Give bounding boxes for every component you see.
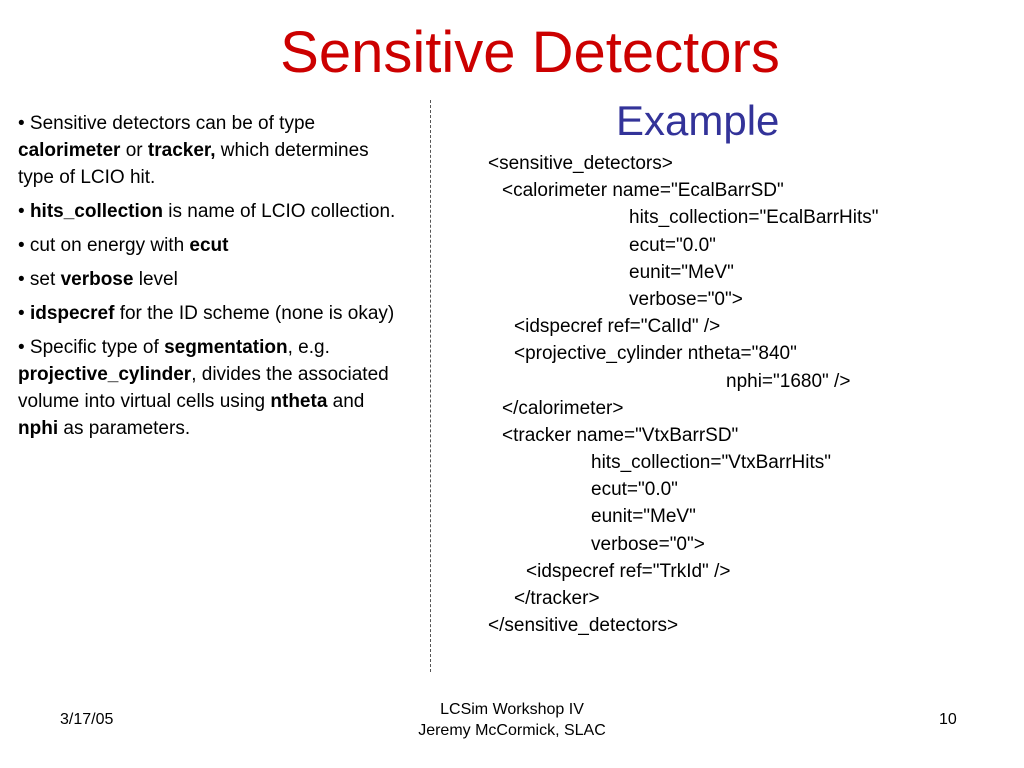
footer-credits: LCSim Workshop IV Jeremy McCormick, SLAC	[312, 699, 712, 741]
footer-author: Jeremy McCormick, SLAC	[418, 722, 606, 739]
code-line: <idspecref ref="CalId" />	[514, 316, 721, 338]
code-line: </tracker>	[514, 588, 600, 609]
bullet-text: which determines type of LCIO hit.	[18, 140, 369, 188]
footer-date: 3/17/05	[60, 711, 114, 728]
bullet-list: • Sensitive detectors can be of type cal…	[18, 110, 398, 449]
bullet-text: for the ID scheme (none is okay)	[114, 303, 395, 324]
code-line: hits_collection="VtxBarrHits"	[591, 452, 831, 474]
bullet-keyword: verbose	[60, 269, 134, 290]
bullet-text: • Sensitive detectors can be of type	[18, 113, 316, 134]
code-line: ecut="0.0"	[591, 479, 678, 501]
bullet-text: , e.g.	[287, 337, 330, 358]
code-line: <tracker name="VtxBarrSD"	[502, 424, 739, 446]
slide-title: Sensitive Detectors	[280, 20, 780, 85]
bullet-keyword: ntheta	[270, 391, 328, 412]
bullet-text: or	[120, 140, 148, 161]
bullet-keyword: ecut	[189, 235, 229, 256]
xml-example: <sensitive_detectors> <calorimeter name="…	[488, 150, 879, 639]
bullet-item: • set verbose level	[18, 266, 398, 293]
code-line: hits_collection="EcalBarrHits"	[629, 207, 879, 229]
code-line: </calorimeter>	[502, 397, 624, 419]
bullet-text: is name of LCIO collection.	[162, 201, 396, 222]
bullet-keyword: nphi	[18, 418, 59, 439]
bullet-keyword: idspecref	[29, 303, 115, 324]
bullet-keyword: calorimeter	[18, 140, 121, 161]
slide-subtitle: Example	[616, 97, 780, 144]
bullet-text: , divides the associated volume into vir…	[18, 364, 389, 412]
code-line: verbose="0">	[591, 533, 705, 555]
code-line: <sensitive_detectors>	[488, 153, 673, 174]
bullet-text: level	[133, 269, 178, 290]
code-line: ecut="0.0"	[629, 234, 716, 256]
code-line: </sensitive_detectors>	[488, 615, 679, 637]
footer-workshop: LCSim Workshop IV	[440, 701, 584, 718]
bullet-text: • cut on energy with	[18, 235, 190, 256]
bullet-item: • Specific type of segmentation, e.g. pr…	[18, 334, 398, 442]
bullet-item: • Sensitive detectors can be of type cal…	[18, 110, 398, 191]
bullet-item: • cut on energy with ecut	[18, 232, 398, 259]
code-line: eunit="MeV"	[591, 506, 696, 528]
bullet-text: • Specific type of	[18, 337, 165, 358]
code-line: <idspecref ref="TrkId" />	[526, 560, 731, 582]
bullet-text: •	[18, 303, 30, 324]
bullet-text: as parameters.	[58, 418, 191, 439]
code-line: nphi="1680" />	[726, 370, 851, 392]
bullet-text: and	[327, 391, 365, 412]
bullet-keyword: tracker,	[147, 140, 216, 161]
column-divider	[430, 100, 431, 672]
bullet-keyword: projective_cylinder	[18, 364, 192, 385]
code-line: eunit="MeV"	[629, 261, 734, 283]
code-line: verbose="0">	[629, 288, 743, 310]
code-line: <calorimeter name="EcalBarrSD"	[502, 180, 784, 202]
bullet-item: • hits_collection is name of LCIO collec…	[18, 198, 398, 225]
bullet-item: • idspecref for the ID scheme (none is o…	[18, 300, 398, 327]
bullet-text: • set	[18, 269, 61, 290]
code-line: <projective_cylinder ntheta="840"	[514, 343, 797, 365]
bullet-text: •	[18, 201, 30, 222]
bullet-keyword: hits_collection	[29, 201, 163, 222]
footer-page-number: 10	[939, 711, 957, 728]
bullet-keyword: segmentation	[164, 337, 288, 358]
